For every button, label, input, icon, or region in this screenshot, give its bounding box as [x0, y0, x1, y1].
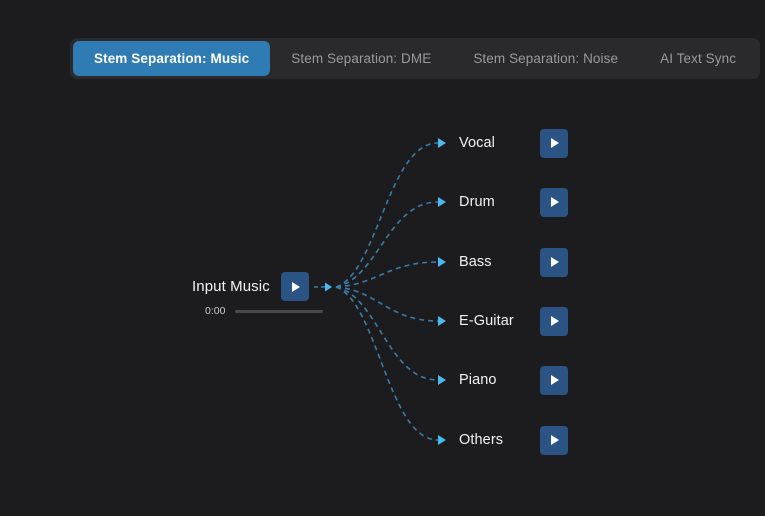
arrowhead-icon	[438, 435, 446, 445]
play-triangle-icon	[551, 316, 559, 326]
tab-label: Stem Separation: Noise	[473, 51, 619, 66]
input-music-label: Input Music	[192, 278, 270, 295]
arrowhead-icon	[438, 257, 446, 267]
output-label: Others	[459, 432, 504, 448]
tab-ai-text-sync[interactable]: AI Text Sync	[639, 41, 757, 76]
play-piano-button[interactable]	[540, 365, 568, 395]
arrowhead-icon	[438, 375, 446, 385]
tab-bar: Stem Separation: Music Stem Separation: …	[70, 38, 761, 79]
tab-stem-separation-noise[interactable]: Stem Separation: Noise	[452, 41, 639, 76]
tab-label: AI Text Sync	[660, 51, 737, 66]
tab-label: Stem Separation: DME	[291, 51, 432, 66]
play-vocal-button[interactable]	[540, 128, 568, 158]
output-node-e-guitar: E-Guitar	[459, 306, 568, 336]
arrowhead-icon	[438, 197, 446, 207]
progress-slider[interactable]	[235, 309, 324, 313]
play-bass-button[interactable]	[540, 247, 568, 277]
tab-label: Stem Separation: Music	[94, 51, 250, 66]
play-e-guitar-button[interactable]	[540, 306, 568, 336]
edge-to-vocal	[335, 142, 439, 288]
tab-stem-separation-dme[interactable]: Stem Separation: DME	[270, 41, 452, 76]
play-input-music-button[interactable]	[280, 272, 309, 301]
edge-to-bass	[335, 261, 439, 288]
output-node-bass: Bass	[459, 247, 568, 277]
play-triangle-icon	[291, 281, 300, 292]
hub-arrowhead-icon	[325, 282, 332, 292]
play-triangle-icon	[551, 435, 559, 445]
play-others-button[interactable]	[540, 425, 568, 455]
tab-stem-separation-music[interactable]: Stem Separation: Music	[73, 41, 271, 76]
input-transport: 0:00	[205, 305, 324, 317]
output-label: E-Guitar	[459, 313, 514, 329]
play-triangle-icon	[551, 375, 559, 385]
output-label: Drum	[459, 194, 495, 210]
current-time-display: 0:00	[205, 305, 226, 317]
arrowhead-icon	[438, 316, 446, 326]
output-node-drum: Drum	[459, 187, 568, 217]
edge-group	[314, 138, 446, 445]
play-triangle-icon	[551, 138, 559, 148]
arrowhead-icon	[438, 138, 446, 148]
output-node-vocal: Vocal	[459, 128, 568, 158]
output-node-others: Others	[459, 425, 568, 455]
edge-to-others	[335, 286, 439, 441]
output-node-piano: Piano	[459, 365, 568, 395]
edge-to-e-guitar	[335, 286, 439, 322]
edge-to-piano	[335, 286, 439, 381]
play-triangle-icon	[551, 257, 559, 267]
edge-to-drum	[335, 201, 439, 288]
output-label: Vocal	[459, 135, 495, 151]
input-music-node: Input Music	[192, 272, 309, 301]
output-label: Piano	[459, 372, 497, 388]
output-label: Bass	[459, 254, 492, 270]
play-drum-button[interactable]	[540, 187, 568, 217]
play-triangle-icon	[551, 197, 559, 207]
